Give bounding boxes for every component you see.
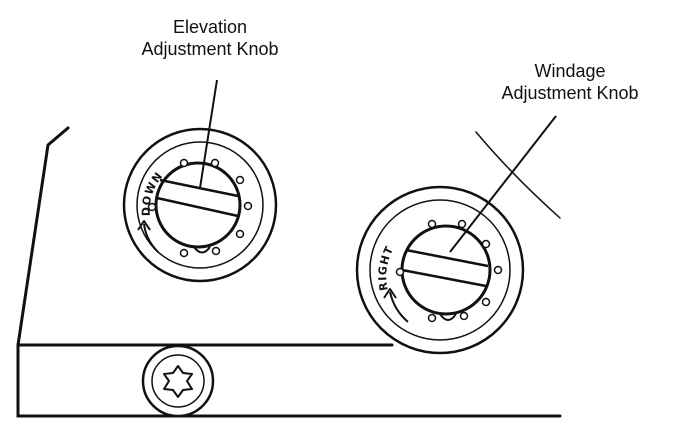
windage-label-line-1: Windage bbox=[534, 61, 606, 81]
elevation-knob-slot bbox=[156, 178, 239, 218]
elevation-leader-line bbox=[199, 79, 218, 189]
curved-arrow-icon bbox=[383, 288, 409, 323]
elevation-label-line-1: Elevation bbox=[172, 17, 248, 37]
scope-tube-arc bbox=[475, 131, 561, 219]
elevation-knob-inner-ring bbox=[136, 141, 264, 269]
windage-knob-inner-ring bbox=[369, 199, 511, 341]
elevation-label-line-2: Adjustment Knob bbox=[141, 39, 279, 59]
windage-knob-slot bbox=[401, 248, 489, 288]
windage-leader-line bbox=[449, 115, 557, 253]
windage-knob-cap bbox=[400, 224, 492, 316]
windage-knob-detents bbox=[395, 219, 503, 323]
scope-body bbox=[16, 126, 562, 418]
torx-screw-icon bbox=[141, 344, 215, 418]
elevation-knob-detents bbox=[147, 158, 253, 258]
windage-knob-bump bbox=[439, 313, 457, 321]
windage-knob[interactable]: RIGHT bbox=[355, 185, 525, 355]
callout-leaders bbox=[199, 79, 557, 253]
elevation-knob-bump bbox=[193, 246, 211, 254]
elevation-knob-label: Elevation Adjustment Knob bbox=[100, 16, 320, 60]
windage-knob-label: Windage Adjustment Knob bbox=[470, 60, 670, 104]
windage-label-line-2: Adjustment Knob bbox=[501, 83, 639, 103]
curved-arrow-icon bbox=[137, 220, 159, 253]
elevation-knob[interactable]: DOWN bbox=[122, 127, 278, 283]
elevation-knob-cap bbox=[154, 161, 242, 249]
